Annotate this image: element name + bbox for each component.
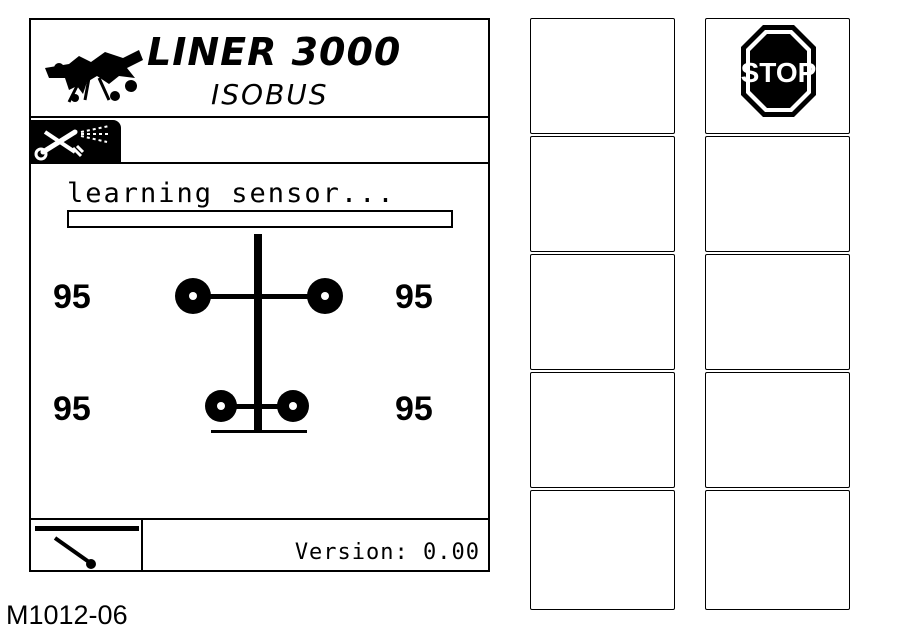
rake-diagram-icon xyxy=(175,234,343,433)
softkey-5[interactable] xyxy=(530,490,675,610)
status-message: learning sensor... xyxy=(67,178,396,209)
tree-logo-icon xyxy=(45,50,143,103)
lever-icon xyxy=(35,526,139,569)
version-label: Version: 0.00 xyxy=(294,540,480,565)
app-subtitle: ISOBUS xyxy=(211,78,329,111)
learning-progress-bar xyxy=(67,210,453,228)
terminal-screen: LINER 3000 ISOBUS learning sensor... 95 … xyxy=(29,18,490,572)
spray-wrench-icon xyxy=(34,125,111,161)
sensor-value-top-left: 95 xyxy=(53,278,91,316)
softkey-10[interactable] xyxy=(705,490,850,610)
softkey-3[interactable] xyxy=(530,254,675,370)
softkey-7[interactable] xyxy=(705,136,850,252)
footer-lever-button[interactable] xyxy=(31,520,143,572)
sensor-value-bottom-left: 95 xyxy=(53,390,91,428)
softkey-2[interactable] xyxy=(530,136,675,252)
tab-spray[interactable] xyxy=(31,120,121,162)
app-title: LINER 3000 xyxy=(147,30,402,74)
stop-sign-icon: STOP xyxy=(741,25,817,117)
softkey-4[interactable] xyxy=(530,372,675,488)
softkey-8[interactable] xyxy=(705,254,850,370)
tab-row xyxy=(31,118,488,164)
figure-id: M1012-06 xyxy=(6,600,128,630)
footer: Version: 0.00 xyxy=(31,518,488,572)
sensor-value-bottom-right: 95 xyxy=(395,390,433,428)
softkey-9[interactable] xyxy=(705,372,850,488)
sensor-value-top-right: 95 xyxy=(395,278,433,316)
stop-button[interactable]: STOP xyxy=(705,18,850,134)
header: LINER 3000 ISOBUS xyxy=(31,20,488,118)
softkey-1[interactable] xyxy=(530,18,675,134)
stop-label: STOP xyxy=(741,57,817,88)
